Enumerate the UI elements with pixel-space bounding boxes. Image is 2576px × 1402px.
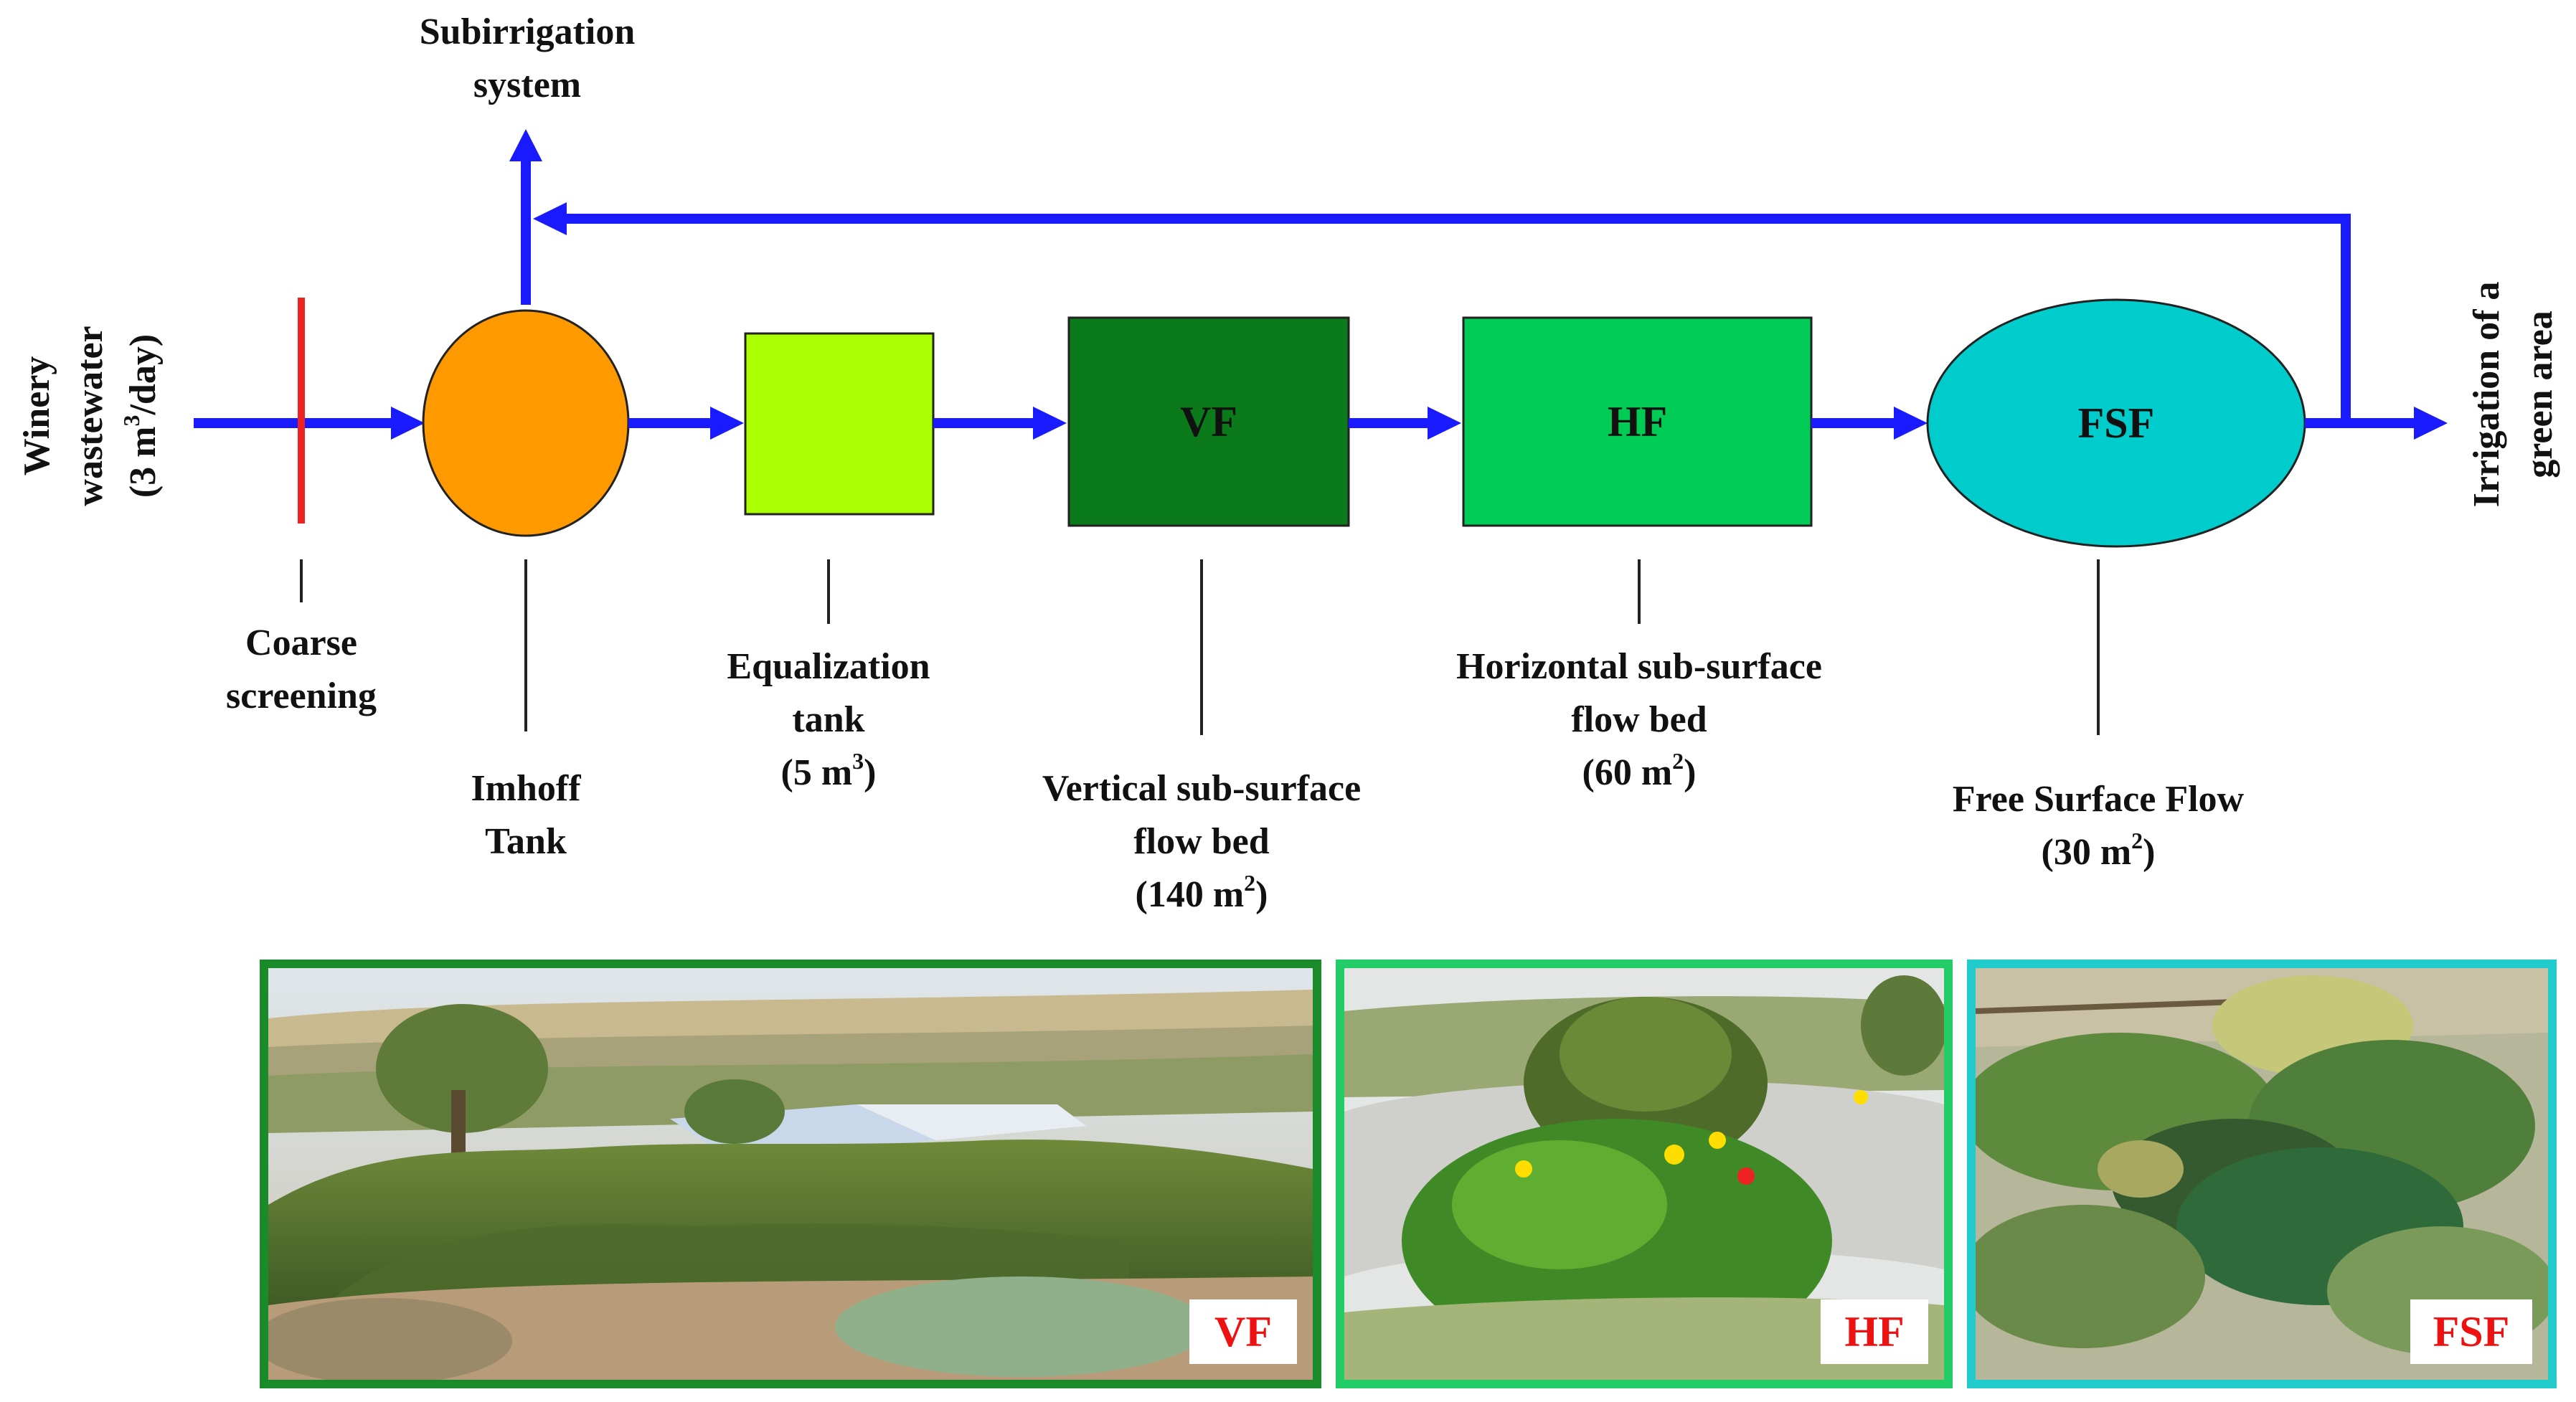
horizontal-flow-bed-label: Horizontal sub-surface flow bed (60 m2) bbox=[1424, 640, 1854, 800]
imhoff-line2: Tank bbox=[485, 821, 567, 862]
fsf-photo-tag: FSF bbox=[2410, 1299, 2532, 1364]
free-line1: Free Surface Flow bbox=[1952, 779, 2245, 820]
equalization-tank-node bbox=[744, 332, 935, 516]
vf-node-label: VF bbox=[1180, 397, 1237, 445]
recirculation-loop bbox=[533, 202, 2351, 423]
horizontal-line3: (60 m2) bbox=[1582, 747, 1697, 793]
imhoff-tank-node bbox=[422, 309, 630, 537]
equalization-line3: (5 m3) bbox=[780, 747, 877, 793]
inflow-line2: wastewater bbox=[70, 326, 110, 506]
coarse-line1: Coarse bbox=[245, 622, 357, 663]
coarse-screening-label: Coarse screening bbox=[194, 617, 409, 723]
fsf-photo-scene bbox=[1976, 968, 2548, 1380]
fsf-node-label: FSF bbox=[2077, 399, 2155, 447]
equalization-tank-label: Equalization tank (5 m3) bbox=[685, 640, 972, 800]
subirrigation-arrow bbox=[509, 129, 542, 305]
leader-lines bbox=[300, 559, 2100, 735]
vertical-line3: (140 m2) bbox=[1135, 869, 1268, 915]
fsf-photo: FSF bbox=[1967, 960, 2557, 1388]
inflow-line1: Winery bbox=[16, 356, 57, 476]
subirrigation-label: Subirrigation system bbox=[387, 6, 667, 112]
subirrigation-line2: system bbox=[473, 65, 582, 105]
hf-node-label: HF bbox=[1607, 397, 1668, 445]
inflow-label: Winery wastewater (3 m3/day) bbox=[11, 308, 197, 524]
free-line2: (30 m2) bbox=[2041, 827, 2156, 873]
inflow-line3: (3 m3/day) bbox=[118, 333, 164, 498]
equalization-line2: tank bbox=[792, 699, 865, 740]
subirrigation-line1: Subirrigation bbox=[419, 11, 636, 52]
arrow-imhoff-to-equalization bbox=[628, 407, 744, 440]
free-surface-flow-label: Free Surface Flow (30 m2) bbox=[1883, 773, 2313, 879]
hf-node bbox=[1462, 316, 1813, 527]
vf-photo-tag: VF bbox=[1189, 1299, 1297, 1364]
vf-photo: VF bbox=[260, 960, 1321, 1388]
outflow-line1: Irrigation of a bbox=[2466, 281, 2507, 508]
horizontal-line1: Horizontal sub-surface bbox=[1456, 646, 1822, 687]
outflow-line2: green area bbox=[2519, 311, 2560, 478]
vertical-flow-bed-label: Vertical sub-surface flow bed (140 m2) bbox=[986, 762, 1417, 922]
inflow-arrow bbox=[194, 407, 425, 440]
hf-photo: HF bbox=[1336, 960, 1953, 1388]
outflow-label: Irrigation of a green area bbox=[2461, 258, 2576, 531]
hf-photo-tag: HF bbox=[1821, 1299, 1928, 1364]
equalization-line1: Equalization bbox=[727, 646, 930, 687]
arrow-equalization-to-vf bbox=[933, 407, 1067, 440]
coarse-line2: screening bbox=[226, 676, 377, 716]
imhoff-tank-label: Imhoff Tank bbox=[418, 762, 633, 868]
arrow-vf-to-hf bbox=[1349, 407, 1461, 440]
outflow-arrow bbox=[2305, 407, 2448, 440]
vertical-line1: Vertical sub-surface bbox=[1042, 768, 1362, 809]
vertical-line2: flow bed bbox=[1133, 821, 1270, 862]
vf-photo-scene bbox=[268, 968, 1313, 1380]
imhoff-line1: Imhoff bbox=[471, 768, 581, 809]
horizontal-line2: flow bed bbox=[1571, 699, 1707, 740]
vf-node bbox=[1067, 316, 1350, 527]
arrow-hf-to-fsf bbox=[1811, 407, 1928, 440]
